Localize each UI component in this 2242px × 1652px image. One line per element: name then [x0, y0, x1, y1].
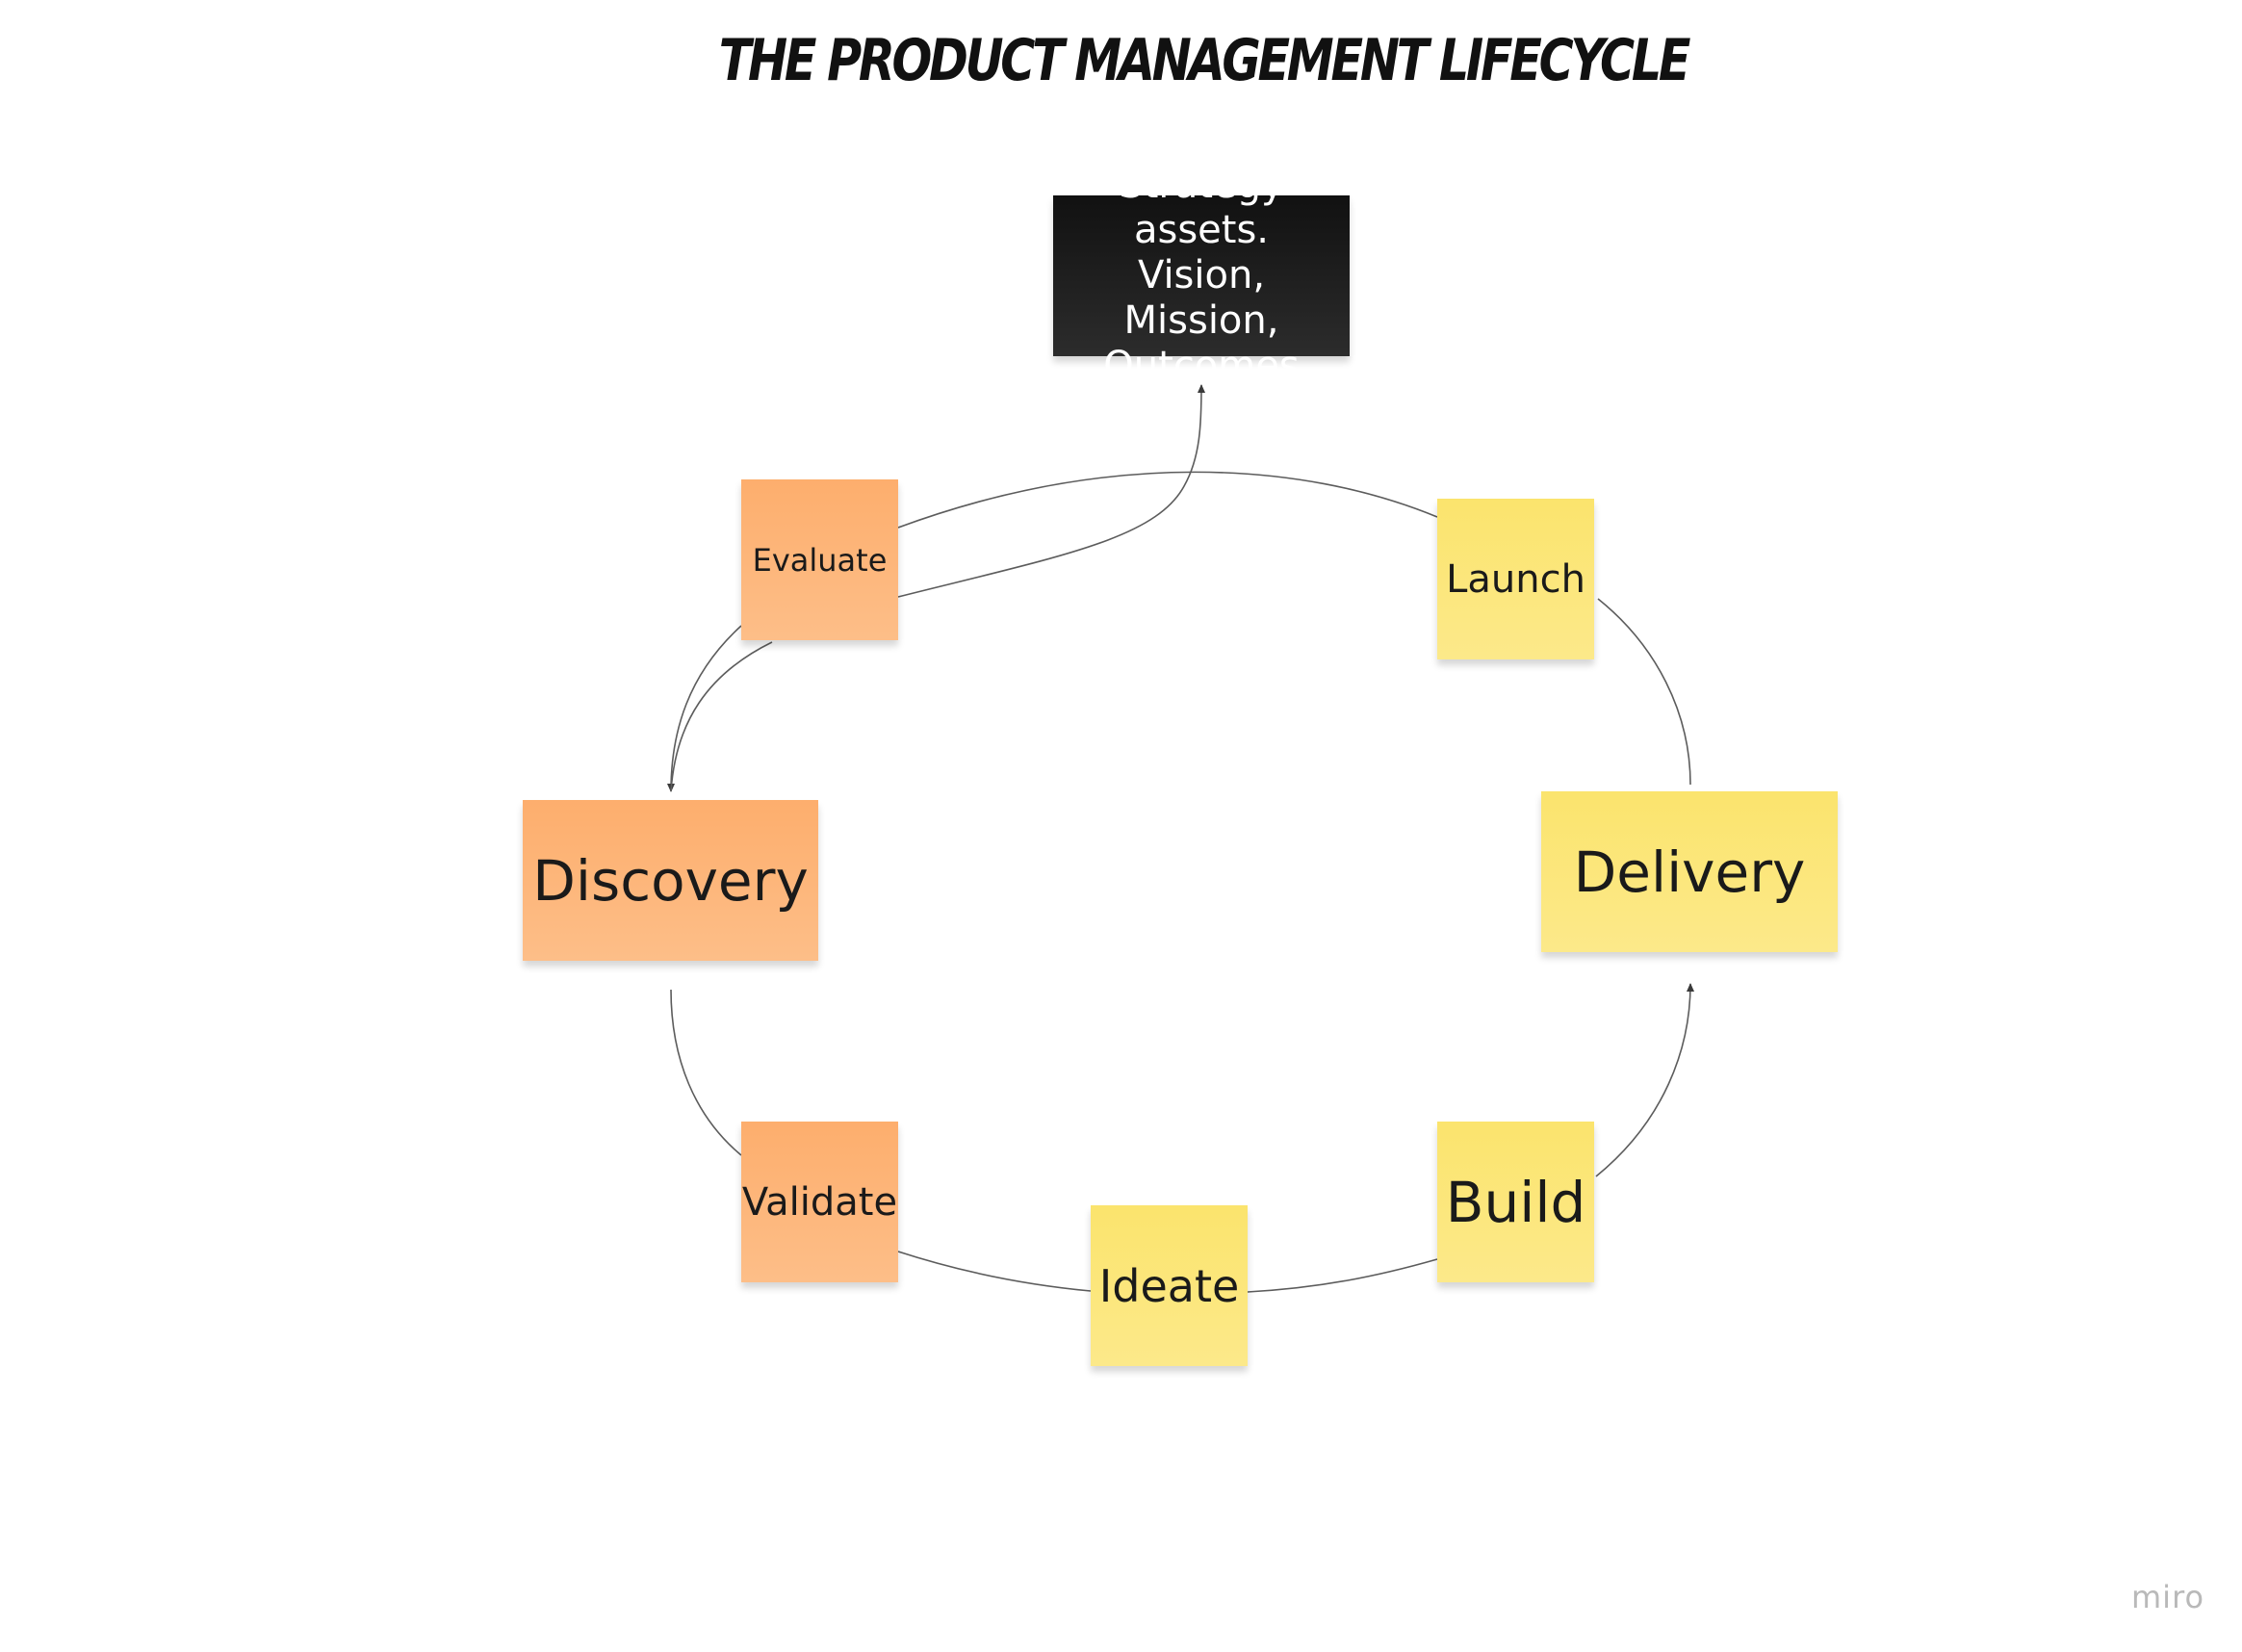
stage-validate[interactable]: Validate	[741, 1122, 898, 1282]
stage-delivery-label: Delivery	[1573, 839, 1806, 905]
strategy-note-text: Strategy assets. Vision, Mission, Outcom…	[1103, 163, 1300, 388]
strategy-note[interactable]: Strategy assets. Vision, Mission, Outcom…	[1053, 163, 1350, 388]
connector-evaluate-discovery-inner	[670, 641, 773, 792]
stage-launch-label: Launch	[1446, 556, 1585, 602]
stage-build-label: Build	[1445, 1169, 1586, 1235]
stage-build[interactable]: Build	[1437, 1122, 1594, 1282]
stage-ideate-label: Ideate	[1098, 1259, 1240, 1312]
connector-build-delivery	[1595, 983, 1694, 1177]
stage-discovery-label: Discovery	[532, 847, 809, 914]
connector-ideate-build	[1247, 1258, 1438, 1293]
stage-evaluate-label: Evaluate	[752, 541, 888, 579]
stage-discovery[interactable]: Discovery	[523, 800, 818, 961]
connector-validate-ideate	[897, 1251, 1092, 1292]
connector-launch-delivery	[1597, 598, 1691, 786]
stage-launch[interactable]: Launch	[1437, 499, 1594, 659]
stage-delivery[interactable]: Delivery	[1541, 791, 1838, 952]
connector-evaluate-strategy	[897, 384, 1205, 598]
miro-logo: miro	[2131, 1579, 2205, 1615]
connector-discovery-validate	[670, 989, 742, 1156]
page-title: THE PRODUCT MANAGEMENT LIFECYCLE	[718, 27, 1691, 94]
stage-validate-label: Validate	[741, 1179, 898, 1225]
connector-evaluate-launch	[897, 471, 1438, 529]
stage-ideate[interactable]: Ideate	[1091, 1205, 1248, 1366]
stage-evaluate[interactable]: Evaluate	[741, 479, 898, 640]
connector-evaluate-discovery-outer	[667, 625, 742, 792]
